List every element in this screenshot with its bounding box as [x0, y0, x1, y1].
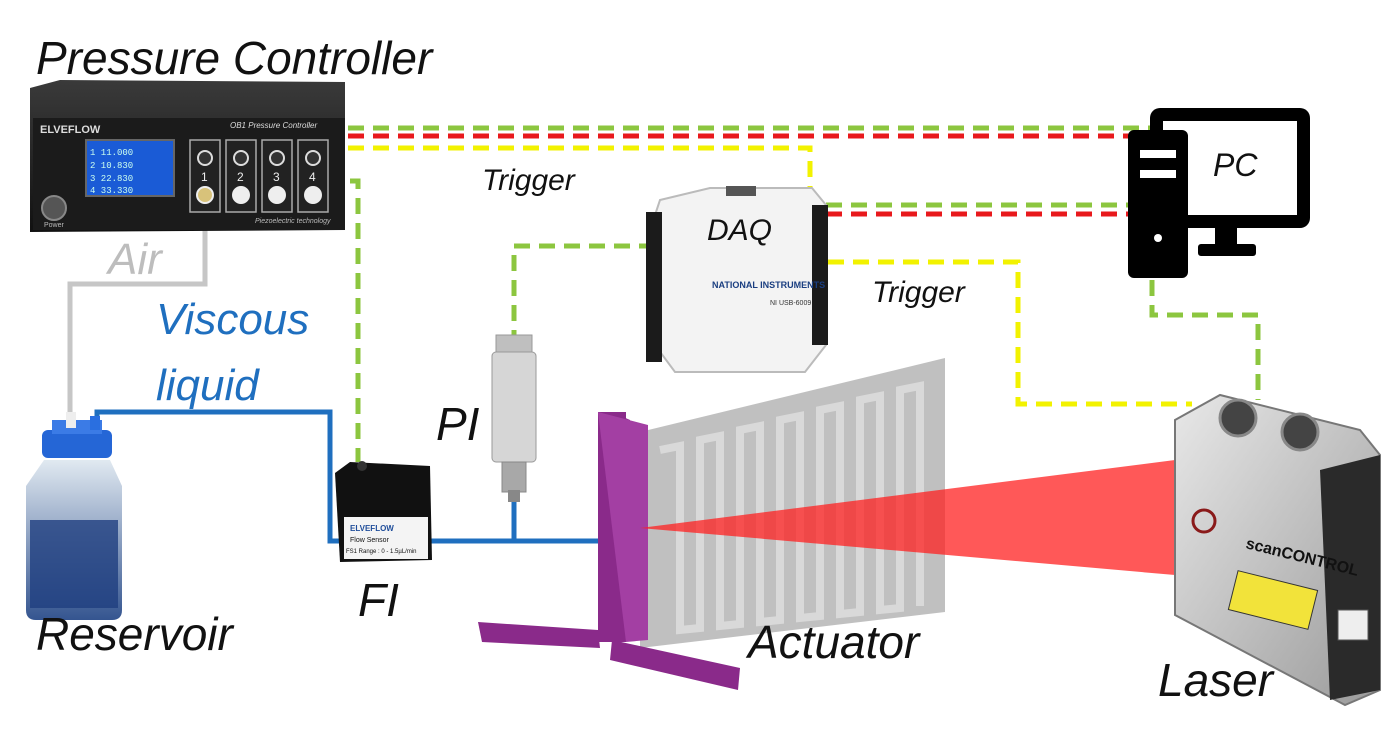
svg-text:OB1 Pressure Controller: OB1 Pressure Controller — [230, 121, 317, 130]
svg-text:Piezoelectric technology: Piezoelectric technology — [255, 218, 331, 225]
svg-text:4 33.330: 4 33.330 — [90, 186, 133, 196]
power-button-icon — [41, 195, 67, 221]
flow-sensor-device: ELVEFLOW Flow Sensor FS1 Range : 0 - 1.5… — [335, 461, 432, 562]
label-reservoir: Reservoir — [36, 608, 235, 660]
label-trigger-top: Trigger — [482, 164, 576, 197]
svg-text:ELVEFLOW: ELVEFLOW — [40, 124, 101, 136]
pressure-controller-device: 1 11.000 2 10.830 3 22.830 4 33.330 Powe… — [30, 80, 345, 232]
svg-text:1: 1 — [201, 170, 208, 184]
signal-red-lines — [348, 133, 1150, 217]
label-fi: FI — [358, 574, 399, 626]
title-pressure-controller: Pressure Controller — [36, 32, 434, 84]
svg-text:2: 2 — [237, 170, 244, 184]
label-daq: DAQ — [707, 214, 772, 247]
svg-text:Flow Sensor: Flow Sensor — [350, 537, 390, 544]
svg-text:NI USB-6009: NI USB-6009 — [770, 300, 811, 307]
laser-beam — [640, 460, 1175, 575]
air-line — [67, 200, 208, 430]
svg-text:Power: Power — [44, 222, 65, 229]
svg-text:4: 4 — [309, 170, 316, 184]
actuator-plate — [478, 358, 945, 690]
label-trigger-right: Trigger — [872, 276, 966, 309]
svg-text:1 11.000: 1 11.000 — [90, 148, 133, 158]
label-viscous: Viscous — [156, 295, 309, 344]
pc-icon — [1128, 108, 1310, 278]
svg-text:2 10.830: 2 10.830 — [90, 161, 133, 171]
svg-text:3 22.830: 3 22.830 — [90, 174, 133, 184]
trigger-lines — [348, 145, 1192, 407]
laser-scanner-device: scanCONTROL — [1174, 393, 1381, 707]
svg-text:3: 3 — [273, 170, 280, 184]
label-liquid: liquid — [156, 361, 260, 410]
reservoir-bottle — [26, 412, 122, 620]
label-air: Air — [105, 235, 164, 284]
daq-device: NATIONAL INSTRUMENTS NI USB-6009 — [646, 186, 828, 373]
label-laser: Laser — [1158, 654, 1275, 706]
pressure-sensor-device — [491, 334, 537, 502]
svg-text:NATIONAL INSTRUMENTS: NATIONAL INSTRUMENTS — [712, 280, 825, 290]
label-actuator: Actuator — [745, 616, 921, 668]
label-pi: PI — [436, 398, 480, 450]
svg-text:FS1 Range : 0 - 1.5µL/min: FS1 Range : 0 - 1.5µL/min — [346, 549, 417, 555]
label-pc: PC — [1213, 147, 1258, 183]
channel-ports: 1 2 3 4 — [189, 139, 329, 213]
svg-text:ELVEFLOW: ELVEFLOW — [350, 524, 394, 533]
